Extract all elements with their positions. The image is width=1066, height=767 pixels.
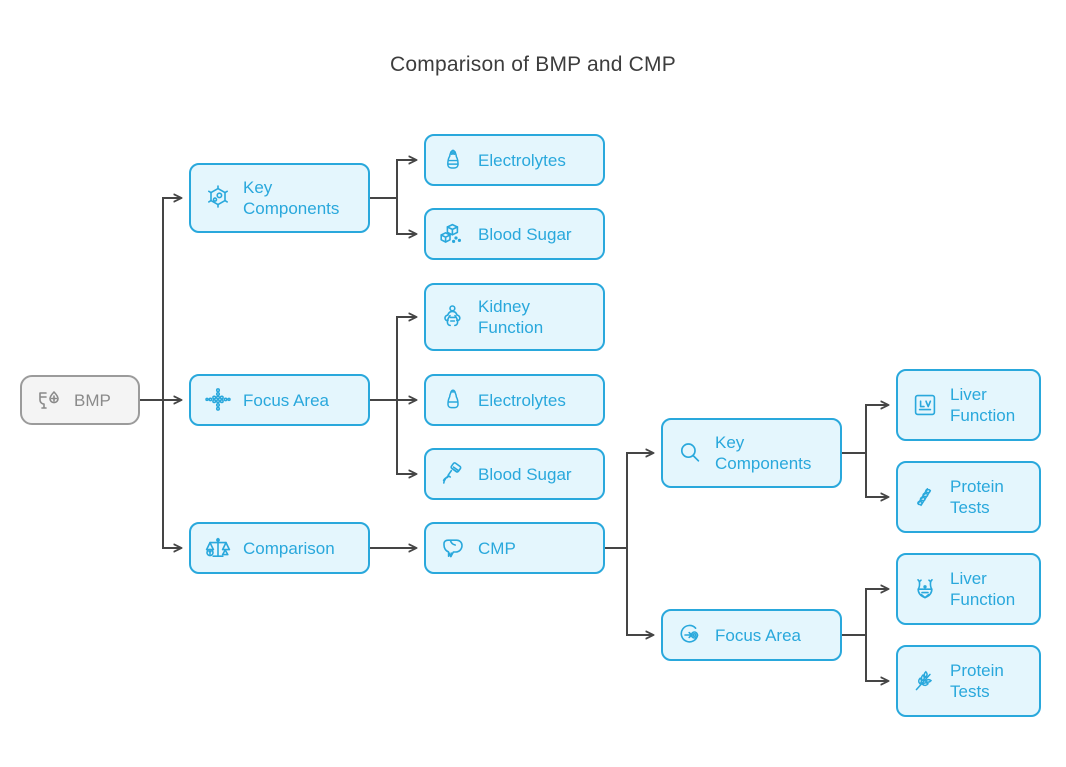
node-sugar1[interactable]: Blood Sugar (424, 208, 605, 260)
node-label: BMP (74, 390, 111, 410)
target-arrow-icon (675, 620, 705, 650)
edge-key1-to-sugar1 (370, 197, 416, 234)
liver-lv-box-icon (910, 390, 940, 420)
node-label: Protein Tests (950, 661, 1004, 701)
kidney-icon (438, 302, 468, 332)
wheat-icon (910, 666, 940, 696)
edge-focus1-to-sugar2 (370, 399, 416, 474)
node-label: Blood Sugar (478, 464, 572, 484)
page-title: Comparison of BMP and CMP (390, 53, 676, 76)
node-protein2[interactable]: Protein Tests (896, 645, 1041, 717)
node-label: CMP (478, 538, 516, 558)
salt-shaker-icon (438, 145, 468, 175)
body-anatomy-icon (910, 574, 940, 604)
node-label: Liver Function (950, 385, 1016, 425)
node-liver2[interactable]: Liver Function (896, 553, 1041, 625)
node-comp1[interactable]: Comparison (189, 522, 370, 574)
node-cmp[interactable]: CMP (424, 522, 605, 574)
edge-cmp-to-focus2 (605, 547, 653, 635)
cell-molecule-icon (203, 183, 233, 213)
edge-bmp-to-comp1 (140, 399, 181, 548)
node-label: Focus Area (715, 625, 801, 645)
node-key1[interactable]: Key Components (189, 163, 370, 233)
node-sugar2[interactable]: Blood Sugar (424, 448, 605, 500)
node-label: Electrolytes (478, 150, 566, 170)
node-protein1[interactable]: Protein Tests (896, 461, 1041, 533)
edge-key2-to-liver1 (842, 405, 888, 454)
node-label: Protein Tests (950, 477, 1004, 517)
node-label: Blood Sugar (478, 224, 572, 244)
balance-scale-icon (203, 533, 233, 563)
node-label: Key Components (243, 178, 340, 218)
edge-key1-to-elec1 (370, 160, 416, 199)
magnifier-icon (675, 438, 705, 468)
edge-focus1-to-kidney (370, 317, 416, 401)
node-focus1[interactable]: Focus Area (189, 374, 370, 426)
dotted-network-icon (203, 385, 233, 415)
node-elec1[interactable]: Electrolytes (424, 134, 605, 186)
liver-icon (438, 533, 468, 563)
edge-focus2-to-liver2 (842, 589, 888, 636)
node-label: Electrolytes (478, 390, 566, 410)
node-label: Kidney Function (478, 297, 544, 337)
edge-key2-to-protein1 (842, 452, 888, 497)
node-key2[interactable]: Key Components (661, 418, 842, 488)
edge-bmp-to-key1 (140, 198, 181, 401)
glucose-meter-icon (438, 459, 468, 489)
edge-cmp-to-key2 (605, 453, 653, 549)
node-kidney[interactable]: Kidney Function (424, 283, 605, 351)
node-label: Focus Area (243, 390, 329, 410)
node-liver1[interactable]: Liver Function (896, 369, 1041, 441)
node-label: Comparison (243, 538, 335, 558)
node-focus2[interactable]: Focus Area (661, 609, 842, 661)
protein-helix-icon (910, 482, 940, 512)
node-label: Key Components (715, 433, 812, 473)
salt-shaker-outline-icon (438, 385, 468, 415)
sugar-cubes-icon (438, 219, 468, 249)
edge-focus2-to-protein2 (842, 634, 888, 681)
node-elec2[interactable]: Electrolytes (424, 374, 605, 426)
node-bmp[interactable]: BMP (20, 375, 140, 425)
node-label: Liver Function (950, 569, 1016, 609)
blood-drop-test-tube-icon (34, 385, 64, 415)
